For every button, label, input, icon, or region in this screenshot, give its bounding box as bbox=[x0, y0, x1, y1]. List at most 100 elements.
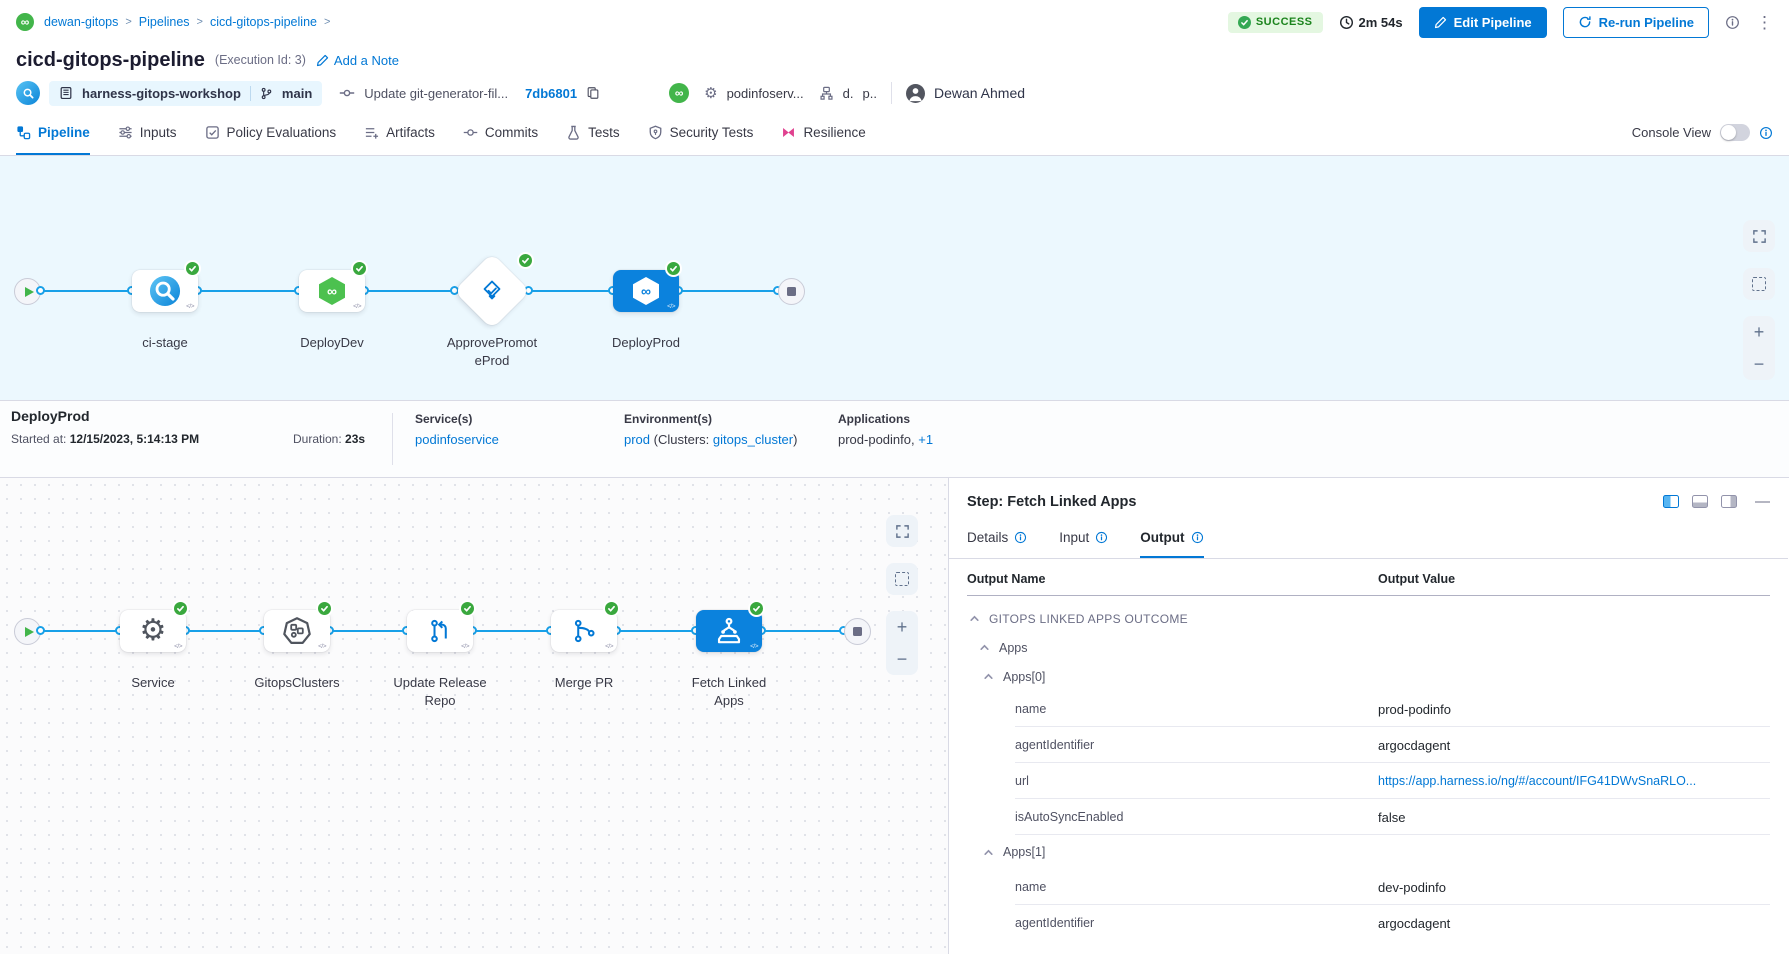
stage-node-ci-stage[interactable]: </> bbox=[132, 270, 198, 312]
layout-right-icon[interactable] bbox=[1721, 495, 1737, 508]
output-group-row[interactable]: GITOPS LINKED APPS OUTCOME bbox=[967, 604, 1770, 633]
zoom-out-button[interactable]: − bbox=[886, 643, 918, 675]
stage-label: DeployDev bbox=[300, 335, 364, 350]
step-graph-canvas: ⚙ </> </> bbox=[0, 478, 948, 954]
template-chip: </> bbox=[605, 643, 613, 650]
connector-dot bbox=[36, 286, 45, 295]
chevron-up-icon[interactable] bbox=[969, 613, 980, 624]
output-value-link[interactable]: https://app.harness.io/ng/#/account/IFG4… bbox=[1378, 774, 1697, 788]
chevron-up-icon[interactable] bbox=[983, 847, 994, 858]
success-check-icon bbox=[172, 600, 189, 617]
user-avatar bbox=[905, 83, 925, 103]
tab-resilience[interactable]: Resilience bbox=[781, 110, 866, 155]
success-check-icon bbox=[603, 600, 620, 617]
output-group-row[interactable]: Apps[0] bbox=[967, 662, 1770, 691]
minimize-panel-icon[interactable]: — bbox=[1755, 493, 1770, 510]
connector-dot bbox=[36, 626, 45, 635]
resilience-chaos-icon bbox=[783, 128, 795, 137]
console-view-toggle[interactable] bbox=[1720, 124, 1750, 141]
zoom-in-button[interactable]: + bbox=[886, 611, 918, 643]
commit-message[interactable]: Update git-generator-fil... bbox=[364, 85, 509, 101]
environment-link[interactable]: prod bbox=[624, 432, 651, 447]
layout-left-icon[interactable] bbox=[1663, 495, 1679, 508]
play-icon bbox=[24, 286, 34, 297]
clusters-close: ) bbox=[793, 432, 798, 447]
fullscreen-button[interactable] bbox=[886, 515, 918, 547]
clusters-text: (Clusters: bbox=[653, 432, 710, 447]
git-branch-icon bbox=[260, 87, 273, 100]
info-icon bbox=[1015, 531, 1027, 544]
layout-bottom-icon[interactable] bbox=[1692, 495, 1708, 508]
step-node-update-release-repo[interactable]: </> bbox=[407, 610, 473, 652]
stage-node-approvepromoteprod[interactable] bbox=[453, 252, 531, 330]
stage-node-deployprod-selected[interactable]: ∞ </> bbox=[613, 270, 679, 312]
repo-name[interactable]: harness-gitops-workshop bbox=[82, 85, 241, 101]
inputs-icon bbox=[119, 126, 132, 139]
tab-output[interactable]: Output bbox=[1140, 519, 1204, 558]
tab-policy-evaluations[interactable]: Policy Evaluations bbox=[205, 110, 336, 155]
tab-input[interactable]: Input bbox=[1059, 519, 1108, 558]
tab-tests[interactable]: Tests bbox=[566, 110, 620, 155]
stop-icon bbox=[853, 627, 862, 636]
artifacts-icon bbox=[365, 128, 379, 139]
env-short-2[interactable]: p.. bbox=[862, 85, 877, 101]
env-short-1[interactable]: d. bbox=[842, 85, 854, 101]
stop-icon bbox=[787, 287, 796, 296]
zoom-out-button[interactable]: − bbox=[1743, 348, 1775, 380]
marquee-select-button[interactable] bbox=[1743, 268, 1775, 300]
output-table: Output Name Output Value GITOPS LINKED A… bbox=[967, 572, 1770, 941]
breadcrumb-pipelines[interactable]: Pipelines bbox=[138, 15, 190, 29]
template-chip: </> bbox=[461, 643, 469, 650]
info-icon[interactable] bbox=[1725, 15, 1740, 30]
stage-node-deploydev[interactable]: ∞ </> bbox=[299, 270, 365, 312]
cluster-link[interactable]: gitops_cluster bbox=[712, 432, 794, 447]
tab-security-tests[interactable]: Security Tests bbox=[648, 110, 753, 155]
copy-icon[interactable] bbox=[586, 86, 600, 100]
console-info-icon[interactable] bbox=[1759, 126, 1773, 140]
tests-flask-icon bbox=[568, 125, 579, 140]
chevron-up-icon[interactable] bbox=[983, 671, 994, 682]
tab-pipeline[interactable]: Pipeline bbox=[16, 110, 90, 155]
step-end-node[interactable] bbox=[844, 618, 871, 645]
output-value: false bbox=[1378, 809, 1406, 825]
fullscreen-button[interactable] bbox=[1743, 220, 1775, 252]
output-group-row[interactable]: Apps[1] bbox=[967, 835, 1770, 869]
status-text: SUCCESS bbox=[1255, 16, 1313, 28]
breadcrumb-pipeline[interactable]: cicd-gitops-pipeline bbox=[209, 15, 317, 29]
tab-details[interactable]: Details bbox=[967, 519, 1027, 558]
rerun-pipeline-button[interactable]: Re-run Pipeline bbox=[1562, 6, 1709, 38]
marquee-select-button[interactable] bbox=[886, 563, 918, 595]
edit-pipeline-button[interactable]: Edit Pipeline bbox=[1418, 6, 1547, 38]
output-group-row[interactable]: Apps bbox=[967, 633, 1770, 662]
add-note-link[interactable]: Add a Note bbox=[316, 53, 399, 68]
breadcrumb-project[interactable]: dewan-gitops bbox=[44, 15, 119, 29]
step-details-panel: Step: Fetch Linked Apps — Details Input bbox=[948, 478, 1788, 954]
step-node-service[interactable]: ⚙ </> bbox=[120, 610, 186, 652]
service-short-name[interactable]: podinfoserv... bbox=[726, 85, 804, 101]
repo-branch-pill[interactable]: harness-gitops-workshop main bbox=[49, 80, 323, 106]
tab-artifacts[interactable]: Artifacts bbox=[364, 110, 435, 155]
commit-sha[interactable]: 7db6801 bbox=[525, 85, 578, 101]
gitops-hexagon-icon: ∞ bbox=[319, 277, 345, 305]
info-icon bbox=[1191, 531, 1203, 544]
service-link[interactable]: podinfoservice bbox=[415, 432, 499, 447]
step-node-gitopsclusters[interactable]: </> bbox=[264, 610, 330, 652]
tab-commits[interactable]: Commits bbox=[463, 110, 538, 155]
stage-start-node[interactable] bbox=[14, 278, 41, 305]
step-node-merge-pr[interactable]: </> bbox=[551, 610, 617, 652]
chevron-up-icon[interactable] bbox=[979, 642, 990, 653]
step-node-fetch-linked-apps-selected[interactable]: </> bbox=[696, 610, 762, 652]
shield-icon bbox=[649, 125, 662, 140]
zoom-in-button[interactable]: + bbox=[1743, 316, 1775, 348]
stage-end-node[interactable] bbox=[778, 278, 805, 305]
applications-more-link[interactable]: +1 bbox=[918, 432, 934, 447]
pencil-icon bbox=[316, 54, 329, 66]
more-options-menu[interactable]: ⋮ bbox=[1756, 12, 1773, 32]
fetch-linked-apps-icon bbox=[717, 617, 741, 644]
branch-name[interactable]: main bbox=[281, 85, 313, 101]
commit-icon bbox=[339, 85, 355, 101]
step-label: GitopsClusters bbox=[254, 675, 340, 690]
output-value: dev-podinfo bbox=[1378, 879, 1446, 895]
success-check-icon bbox=[184, 260, 201, 277]
tab-inputs[interactable]: Inputs bbox=[118, 110, 177, 155]
